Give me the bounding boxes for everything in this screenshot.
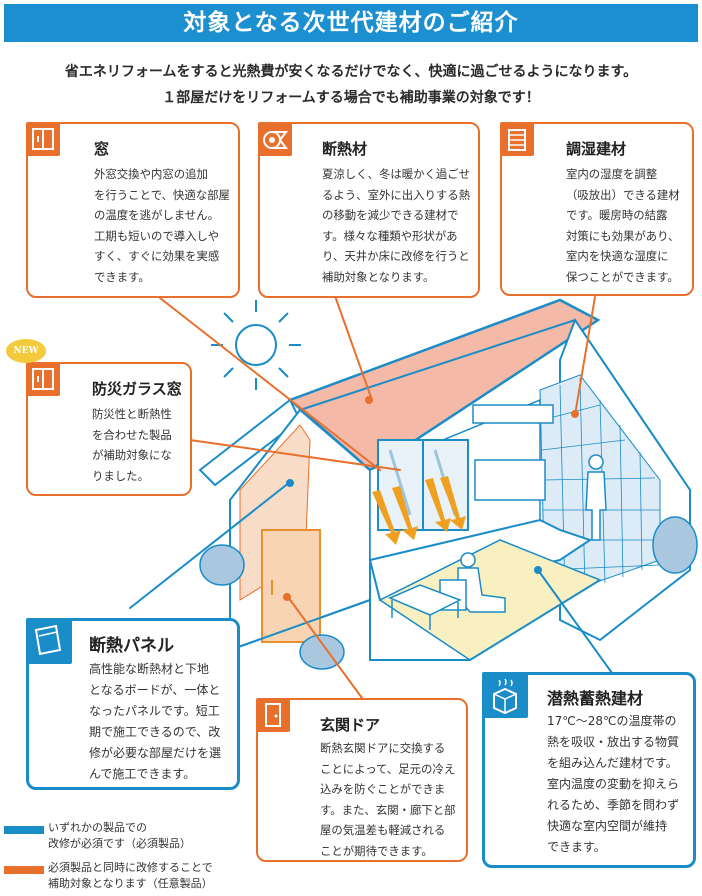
card-window-body: 外窓交換や内窓の追加を行うことで、快適な部屋の温度を逃がしません。工期も短いので…	[94, 167, 230, 284]
page-title: 対象となる次世代建材のご紹介	[4, 4, 698, 42]
door-icon	[256, 698, 290, 732]
heat-storage-icon	[482, 672, 528, 718]
bush	[199, 516, 698, 670]
card-door-body: 断熱玄関ドアに交換することによって、足元の冷え込みを防ぐことができます。また、玄…	[320, 741, 456, 858]
card-panel: 断熱パネル 高性能な断熱材と下地となるボードが、一体となったパネルです。短工期で…	[26, 618, 240, 790]
table	[388, 584, 462, 630]
window-icon	[26, 362, 60, 396]
lead-line-1: 省エネリフォームをすると光熱費が安くなるだけでなく、快適に過ごせるようになります…	[64, 64, 638, 80]
card-latent-heat-body: 17℃〜28℃の温度帯の熱を吸収・放出する物質を組み込んだ建材です。室内温度の変…	[547, 714, 680, 854]
card-disaster-glass-body: 防災性と断熱性を合わせた製品が補助対象になりました。	[92, 407, 172, 483]
insulation-roll-icon	[258, 122, 292, 156]
person-standing	[585, 454, 607, 541]
lead-line-2: １部屋だけをリフォームする場合でも補助事業の対象です！	[162, 90, 540, 106]
legend-required-swatch	[4, 826, 44, 834]
humidity-panel-icon	[500, 122, 534, 156]
card-latent-heat-title: 潜熱蓄熱建材	[547, 689, 644, 708]
panel-icon	[26, 618, 72, 664]
card-door: 玄関ドア 断熱玄関ドアに交換することによって、足元の冷え込みを防ぐことができます…	[256, 698, 468, 862]
card-insulation-title: 断熱材	[322, 140, 368, 158]
card-panel-body: 高性能な断熱材と下地となるボードが、一体となったパネルです。短工期で施工できるの…	[89, 662, 222, 781]
legend-optional-swatch	[4, 866, 44, 874]
card-humidity-title: 調湿建材	[566, 140, 627, 158]
sun-icon	[211, 300, 301, 390]
card-window-title: 窓	[94, 140, 110, 158]
legend-required-text: いずれかの製品での改修が必須です（必須製品）	[48, 821, 191, 850]
card-insulation-body: 夏涼しく、冬は暖かく過ごせるよう、室外に出入りする熱の移動を減少できる建材です。…	[322, 167, 471, 284]
sunlight-arrows	[372, 476, 466, 545]
card-disaster-glass: 防災ガラス窓 防災性と断熱性を合わせた製品が補助対象になりました。	[26, 362, 192, 496]
card-humidity: 調湿建材 室内の湿度を調整（吸放出）できる建材です。暖房時の結露対策にも効果があ…	[500, 122, 694, 296]
front-door	[261, 529, 321, 643]
window-icon	[26, 122, 60, 156]
legend-optional-text: 必須製品と同時に改修することで補助対象となります（任意製品）	[48, 861, 213, 890]
card-disaster-glass-title: 防災ガラス窓	[92, 380, 182, 398]
card-insulation: 断熱材 夏涼しく、冬は暖かく過ごせるよう、室外に出入りする熱の移動を減少できる建…	[258, 122, 480, 298]
card-panel-title: 断熱パネル	[89, 636, 174, 656]
card-door-title: 玄関ドア	[320, 716, 381, 734]
room-window	[377, 439, 469, 531]
card-humidity-body: 室内の湿度を調整（吸放出）できる建材です。暖房時の結露対策にも効果があり、室内を…	[566, 167, 680, 284]
new-badge: NEW	[6, 339, 46, 363]
card-latent-heat: 潜熱蓄熱建材 17℃〜28℃の温度帯の熱を吸収・放出する物質を組み込んだ建材です…	[482, 672, 696, 868]
card-window: 窓 外窓交換や内窓の追加を行うことで、快適な部屋の温度を逃がしません。工期も短い…	[26, 122, 240, 298]
